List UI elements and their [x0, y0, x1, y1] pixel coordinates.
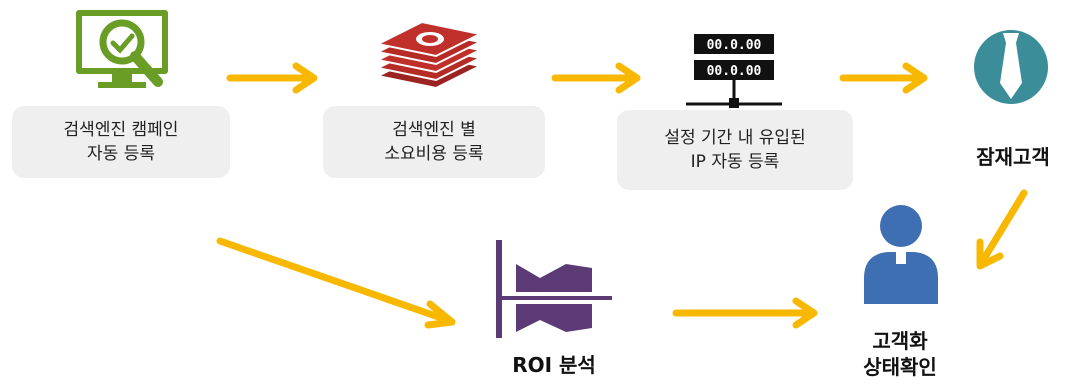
monitor-search-check-icon	[76, 10, 168, 88]
step-label-line1: 검색엔진 캠페인	[63, 120, 179, 140]
arrow-to-roi	[216, 237, 456, 329]
money-stack-icon	[374, 20, 484, 90]
roi-label: ROI 분석	[512, 353, 596, 377]
arrow-step1-to-step2	[226, 62, 318, 94]
businessman-tie-icon	[974, 30, 1048, 104]
step-label-line2: IP 자동 등록	[690, 152, 780, 172]
step-label-line2: 자동 등록	[87, 144, 155, 164]
step-cost-register-box: 검색엔진 별 소요비용 등록	[323, 106, 545, 178]
customer-label-line2: 상태확인	[863, 355, 937, 379]
step-campaign-register-box: 검색엔진 캠페인 자동 등록	[12, 106, 230, 178]
step-label-line1: 검색엔진 별	[392, 120, 476, 140]
server-label-1: 00.0.00	[707, 38, 762, 53]
arrow-roi-to-customer	[672, 297, 818, 329]
arrow-step3-to-prospect	[839, 62, 928, 94]
roi-analysis-icon	[496, 240, 612, 338]
step-ip-register-box: 설정 기간 내 유입된 IP 자동 등록	[617, 110, 853, 190]
server-rack-icon: 00.0.00 00.0.00	[686, 34, 782, 108]
customer-label-line1: 고객화	[872, 329, 928, 353]
server-label-2: 00.0.00	[707, 64, 762, 79]
arrow-prospect-to-customer	[976, 189, 1028, 270]
user-person-icon	[864, 205, 938, 304]
step-label-line1: 설정 기간 내 유입된	[664, 128, 806, 148]
step-label-line2: 소요비용 등록	[384, 144, 484, 164]
arrow-step2-to-step3	[551, 62, 641, 94]
prospect-label: 잠재고객	[976, 145, 1050, 169]
customer-status-label: 고객화 상태확인	[840, 328, 960, 380]
